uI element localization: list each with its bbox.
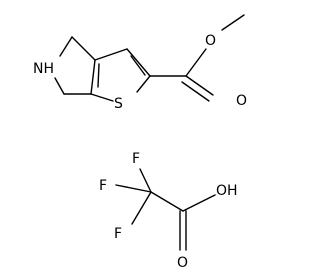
bond	[54, 77, 65, 95]
main-molecule: NH S O O	[33, 14, 247, 112]
bond	[90, 59, 96, 95]
bond	[115, 184, 152, 193]
bond	[182, 194, 216, 212]
bond	[90, 93, 114, 102]
structure-diagram: NH S O O F F F OH O	[33, 14, 247, 271]
tfa-carbonyl-oxygen-label: O	[177, 255, 188, 271]
bond	[150, 191, 184, 212]
ester-oxygen-label: O	[205, 33, 216, 49]
nh-label: NH	[33, 61, 54, 77]
bond	[139, 168, 152, 193]
bond	[71, 36, 96, 61]
hydroxyl-label: OH	[216, 183, 238, 199]
bond	[136, 75, 151, 93]
tfa-molecule: F F F OH O	[99, 151, 238, 271]
carbonyl-oxygen-label: O	[236, 93, 247, 109]
bond	[221, 14, 245, 31]
bond	[126, 48, 151, 77]
bond	[185, 48, 207, 77]
bond	[185, 75, 214, 96]
bond	[131, 191, 152, 225]
bond	[97, 63, 100, 88]
fluorine-top-label: F	[132, 151, 140, 167]
bond	[94, 48, 128, 61]
sulfur-label: S	[114, 96, 123, 112]
bond	[130, 55, 146, 76]
bond	[181, 81, 210, 102]
fluorine-bottom-label: F	[114, 226, 122, 242]
bond	[59, 36, 73, 57]
fluorine-left-label: F	[99, 178, 107, 194]
